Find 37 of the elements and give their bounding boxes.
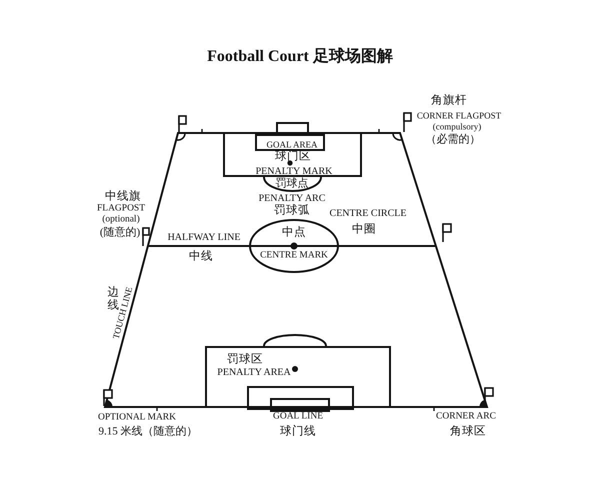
field-label: PENALTY AREA <box>217 368 291 378</box>
penalty-arc <box>263 334 327 347</box>
field-label: PENALTY MARK <box>256 167 332 177</box>
field-label: 中线 <box>189 251 213 263</box>
field-label: 罚球弧 <box>274 205 310 217</box>
field-label: (随意的) <box>100 228 140 238</box>
penalty-area <box>223 132 362 177</box>
field-label: 角球区 <box>450 426 486 438</box>
field-label: CENTRE MARK <box>260 251 328 261</box>
field-label: CORNER FLAGPOST <box>416 112 502 120</box>
goal-area <box>247 386 354 410</box>
field-label: 中线旗 <box>105 191 141 203</box>
field-label: GOAL LINE <box>272 412 324 422</box>
penalty-arc <box>263 176 322 192</box>
field-label: CORNER ARC <box>436 412 496 422</box>
field-label: FLAGPOST <box>96 204 146 214</box>
field-label: 边线 <box>107 286 119 311</box>
field-label: OPTIONAL MARK <box>98 413 176 423</box>
centre-circle <box>249 219 339 273</box>
field-label: 中点 <box>282 227 306 239</box>
field-label: 中圈 <box>352 224 376 236</box>
goal-frame <box>270 398 330 412</box>
field-label: PENALTY ARC <box>258 194 326 204</box>
title: Football Court 足球场图解 <box>207 48 393 66</box>
field-label: 9.15 米线（随意的） <box>98 426 198 438</box>
field-label: （必需的） <box>426 134 480 146</box>
field-label: CENTRE CIRCLE <box>330 209 406 219</box>
goal-frame <box>276 122 309 134</box>
field-label: 罚球区 <box>227 354 263 366</box>
field-label: 球门线 <box>280 426 316 438</box>
field-label: 角旗杆 <box>431 95 467 107</box>
field-label: HALFWAY LINE <box>168 233 240 243</box>
field-label: GOAL AREA <box>266 140 318 150</box>
field-label: (optional) <box>102 215 140 225</box>
field-label: (compulsory) <box>432 122 482 132</box>
goal-area <box>255 134 325 151</box>
field-label: 罚球点 <box>276 178 308 190</box>
